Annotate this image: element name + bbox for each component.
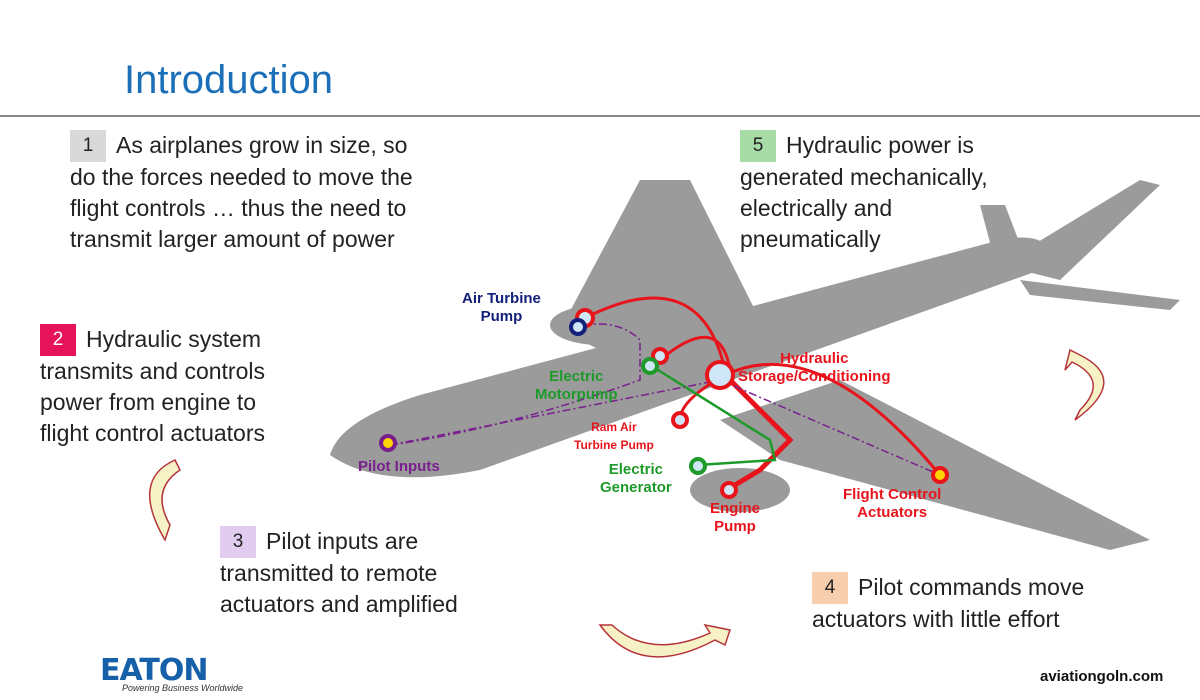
fuselage — [330, 237, 1050, 478]
point-2-line: Hydraulic system — [86, 326, 262, 352]
site-watermark: aviationgoln.com — [1040, 668, 1164, 685]
title-divider — [0, 115, 1200, 117]
point-5-line: Hydraulic power is — [786, 132, 974, 158]
point-2-number: 2 — [40, 324, 76, 356]
point-1-line: do the forces needed to move the — [70, 164, 413, 190]
point-5: 5 Hydraulic power is generated mechanical… — [740, 130, 988, 255]
engine-right — [690, 468, 790, 512]
point-3-line: transmitted to remote — [220, 560, 438, 586]
point-5-line: pneumatically — [740, 226, 881, 252]
point-1-line: As airplanes grow in size, so — [116, 132, 408, 158]
point-4: 4 Pilot commands move actuators with litt… — [812, 572, 1084, 635]
point-4-line: Pilot commands move — [858, 574, 1085, 600]
point-3-line: Pilot inputs are — [266, 528, 419, 554]
arrow-3 — [1064, 348, 1105, 421]
tail-plane — [1000, 180, 1180, 310]
point-2: 2 Hydraulic system transmits and controls… — [40, 324, 265, 449]
arrow-2 — [598, 623, 731, 658]
point-2-line: flight control actuators — [40, 420, 266, 446]
point-1-line: transmit larger amount of power — [70, 226, 395, 252]
point-2-line: power from engine to — [40, 389, 257, 415]
point-5-line: electrically and — [740, 195, 893, 221]
component-markers — [379, 308, 949, 499]
point-1-line: flight controls … thus the need to — [70, 195, 407, 221]
point-1: 1 As airplanes grow in size, so do the fo… — [70, 130, 413, 255]
right-wing — [720, 380, 1150, 550]
label-pilot-inputs: Pilot Inputs — [358, 458, 440, 475]
point-4-number: 4 — [812, 572, 848, 604]
point-5-line: generated mechanically, — [740, 164, 988, 190]
slide-title: Introduction — [124, 58, 334, 102]
logo-tagline: Powering Business Worldwide — [122, 683, 244, 693]
point-5-number: 5 — [740, 130, 776, 162]
point-2-line: transmits and controls — [40, 358, 265, 384]
cycle-arrows — [148, 348, 1105, 658]
point-4-line: actuators with little effort — [812, 606, 1060, 632]
eaton-logo: EATON — [100, 653, 208, 688]
point-3-number: 3 — [220, 526, 256, 558]
point-1-number: 1 — [70, 130, 106, 162]
point-3-line: actuators and amplified — [220, 591, 458, 617]
arrow-1 — [148, 459, 181, 542]
